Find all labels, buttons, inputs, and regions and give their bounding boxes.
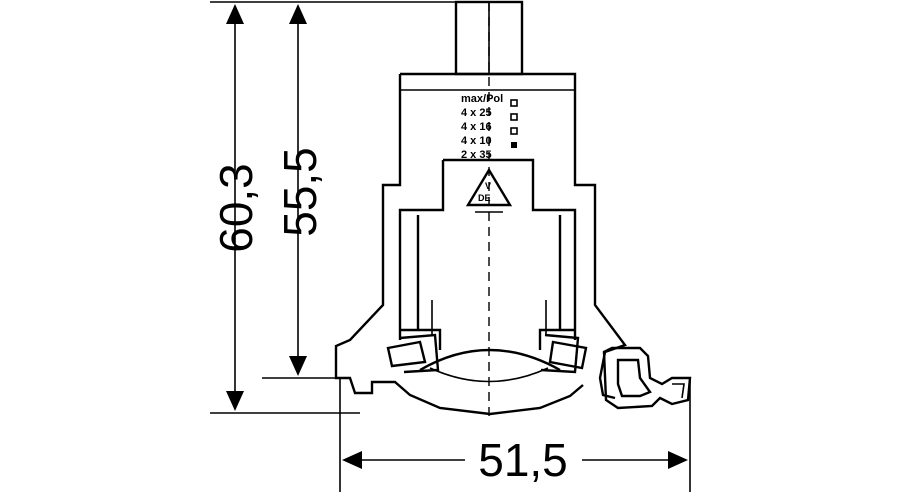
- left-clamp-slot: [386, 333, 440, 374]
- dimension-inner-height: [262, 4, 342, 379]
- wire-table-square: [510, 127, 518, 135]
- wire-table-row: 4 x 25: [461, 107, 492, 119]
- wire-table-row: 4 x 10: [461, 135, 492, 147]
- wire-capacity-table: max/Pol 4 x 25 4 x 16 4 x 10 2 x 35: [461, 93, 518, 161]
- wire-table-row: 2 x 35: [461, 149, 492, 161]
- wire-table-square: [510, 113, 518, 121]
- dimension-width: [339, 378, 691, 492]
- right-clamp-slot: [540, 333, 588, 374]
- din-rail-hook: [602, 346, 692, 410]
- wire-table-header: max/Pol: [461, 93, 503, 105]
- width-label: 51,5: [478, 434, 568, 486]
- inner-height-label: 55,5: [274, 147, 326, 237]
- wire-table-row: 4 x 16: [461, 121, 492, 133]
- total-height-label: 60,3: [210, 163, 262, 253]
- approval-mark-top: V: [485, 181, 491, 191]
- wire-table-square: [511, 142, 517, 148]
- wire-table-square: [510, 99, 518, 107]
- approval-mark-bottom: DE: [478, 193, 491, 203]
- housing-outline: [334, 72, 627, 416]
- approval-triangle-icon: V DE: [465, 167, 513, 213]
- dimension-total-height: [210, 1, 456, 414]
